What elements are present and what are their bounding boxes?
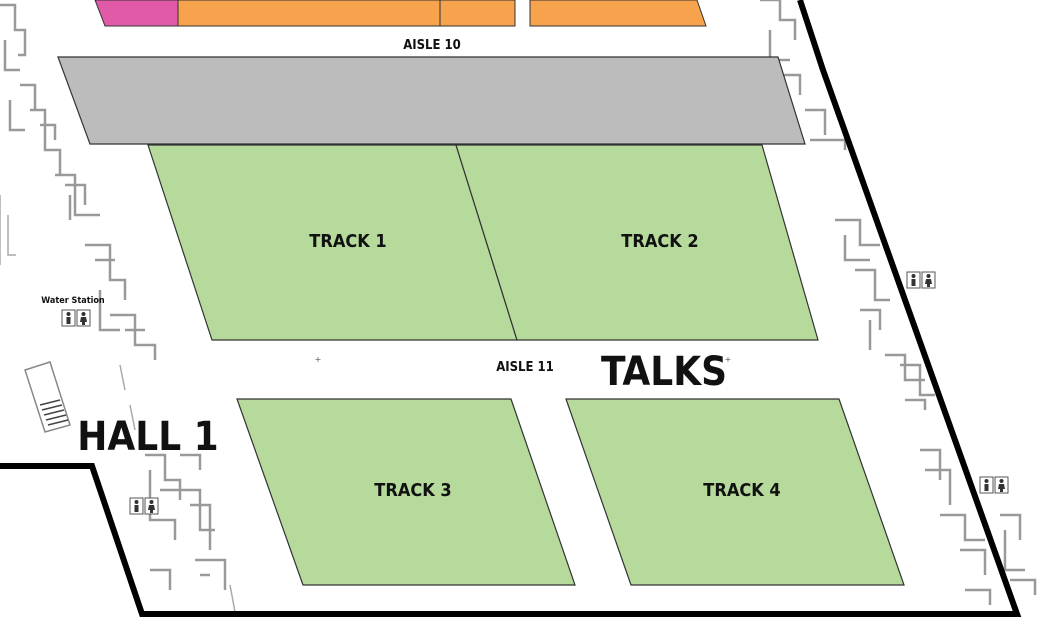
track-1-label: TRACK 1: [309, 231, 386, 252]
hall-name-label: HALL 1: [77, 414, 218, 460]
track-3-area[interactable]: [236, 398, 576, 586]
restroom-icon[interactable]: [129, 497, 159, 515]
aisle-band-grey: [57, 56, 806, 145]
marker-right: +: [725, 355, 732, 364]
marker-left: +: [315, 355, 322, 364]
entrance-icon: [24, 361, 71, 433]
booth-orange-2[interactable]: [439, 0, 516, 27]
track-2-area[interactable]: [455, 144, 819, 341]
background-walls: [0, 0, 1037, 613]
track-4-label: TRACK 4: [703, 480, 780, 501]
aisle-11-label: AISLE 11: [496, 360, 554, 375]
booth-pink[interactable]: [94, 0, 179, 27]
aisle-10-label: AISLE 10: [403, 38, 461, 53]
restroom-icon[interactable]: [979, 476, 1009, 494]
track-2-label: TRACK 2: [621, 231, 698, 252]
booth-orange-3[interactable]: [529, 0, 707, 27]
restroom-icon[interactable]: [61, 309, 91, 327]
hall-boundary: [0, 0, 1022, 617]
restroom-icon[interactable]: [906, 271, 936, 289]
water-station-label: Water Station: [41, 296, 105, 306]
track-3-label: TRACK 3: [374, 480, 451, 501]
top-booth-row: [94, 0, 707, 27]
booth-orange-1[interactable]: [177, 0, 441, 27]
track-4-area[interactable]: [565, 398, 905, 586]
zone-label-talks: TALKS: [601, 349, 727, 395]
